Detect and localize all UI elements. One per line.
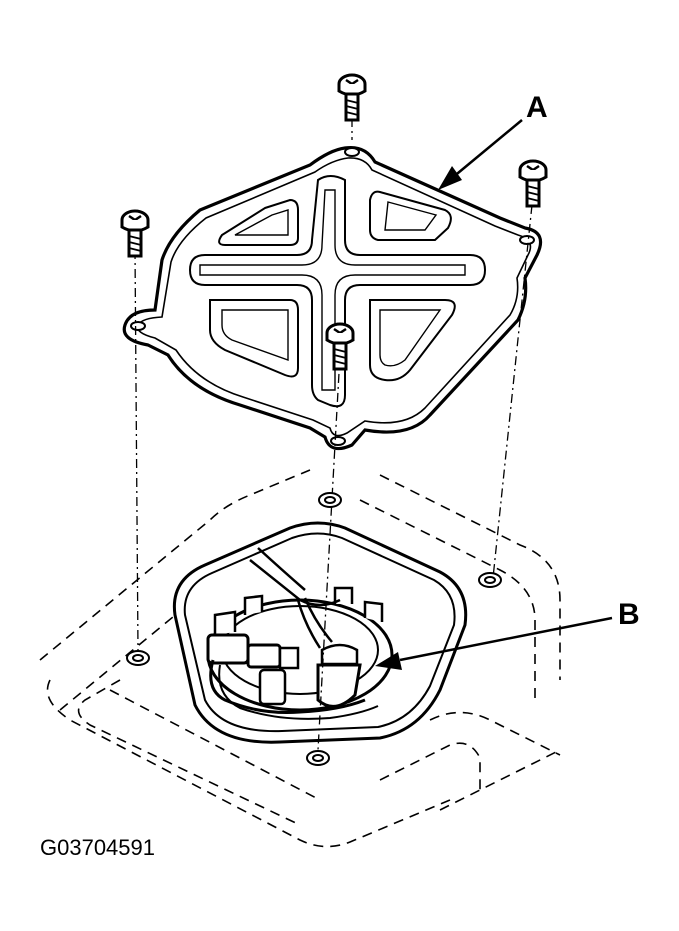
figure-id-label: G03704591 bbox=[40, 835, 155, 860]
mount-hole-left bbox=[126, 650, 150, 666]
alignment-lines bbox=[134, 118, 533, 751]
cover-plate bbox=[122, 145, 543, 451]
mount-hole-right bbox=[478, 572, 502, 588]
callout-label-a: A bbox=[526, 91, 548, 124]
leader-arrow-a bbox=[438, 119, 523, 190]
mount-hole-bottom bbox=[306, 750, 330, 766]
leader-arrow-b bbox=[375, 616, 613, 670]
callout-label-b: B bbox=[618, 598, 640, 631]
screw-top bbox=[337, 73, 367, 122]
screw-right bbox=[518, 159, 548, 208]
floor-panel bbox=[39, 469, 561, 848]
wiring-connector bbox=[206, 597, 379, 720]
screw-left bbox=[120, 209, 150, 258]
mount-hole-top bbox=[318, 492, 342, 508]
